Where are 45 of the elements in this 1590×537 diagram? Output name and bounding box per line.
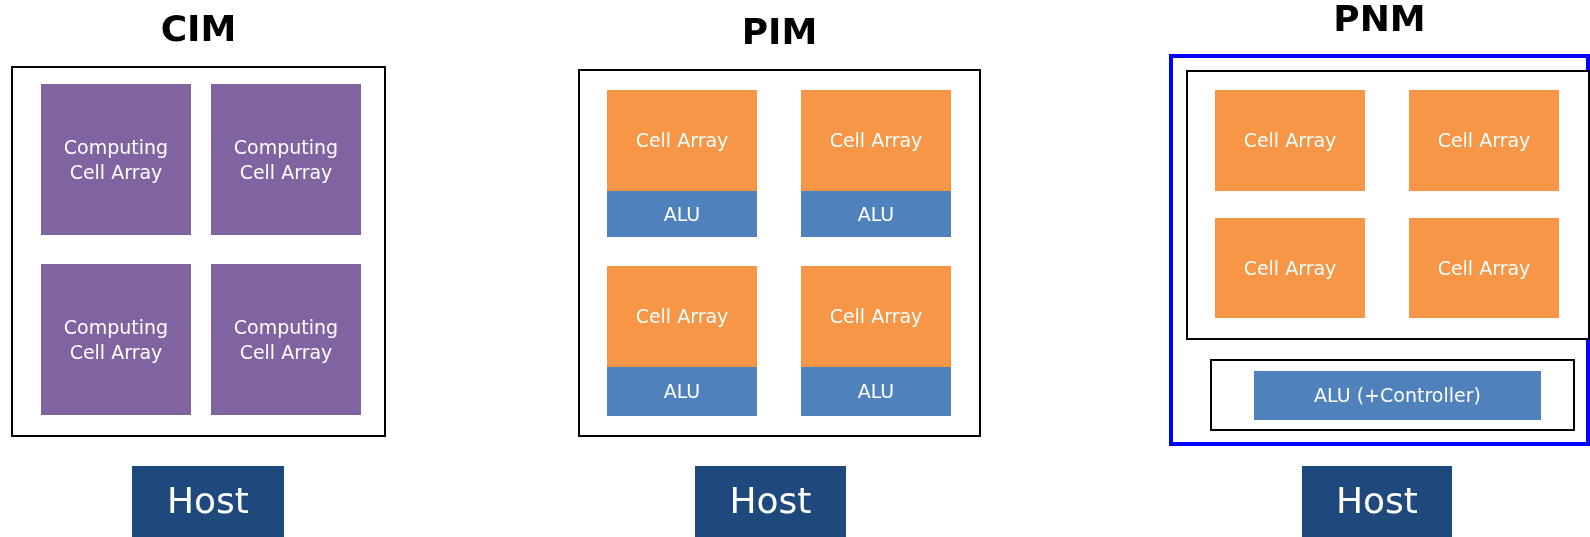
alu-block xyxy=(801,367,951,416)
block-label: Cell Array xyxy=(635,128,729,153)
computing-cell-array-block xyxy=(41,84,191,235)
alu-block xyxy=(607,367,757,416)
block-label: ALU xyxy=(663,201,701,227)
host-block xyxy=(132,466,284,537)
block-label: Cell Array xyxy=(1243,255,1337,281)
block-label: Computing Cell Array xyxy=(62,134,170,185)
block-label: ALU (+Controller) xyxy=(1314,383,1481,408)
block-label: Cell Array xyxy=(1437,128,1531,153)
block-label: Cell Array xyxy=(1437,255,1531,281)
alu-block xyxy=(801,191,951,237)
block-label: Cell Array xyxy=(829,128,923,153)
cell-array-block xyxy=(1215,90,1365,191)
block-label: ALU xyxy=(857,201,895,227)
block-label: ALU xyxy=(663,379,701,404)
computing-cell-array-block xyxy=(211,264,361,415)
block-label: Host xyxy=(729,479,812,524)
diagram-heading: CIM xyxy=(159,8,238,49)
frame-box xyxy=(1186,70,1590,340)
block-label: ALU xyxy=(857,379,895,404)
computing-cell-array-block xyxy=(41,264,191,415)
diagram-heading: PNM xyxy=(1332,0,1427,39)
block-label: Host xyxy=(1336,479,1418,524)
frame-box xyxy=(1210,359,1575,431)
alu-block xyxy=(1254,371,1541,420)
alu-block xyxy=(607,191,757,237)
block-label: Computing Cell Array xyxy=(232,134,340,185)
block-label: Computing Cell Array xyxy=(232,314,340,365)
block-label: Computing Cell Array xyxy=(62,314,170,365)
cell-array-block xyxy=(1215,218,1365,318)
block-label: Cell Array xyxy=(829,304,923,329)
cell-array-block xyxy=(801,266,951,367)
cell-array-block xyxy=(1409,218,1559,318)
cell-array-block xyxy=(607,90,757,191)
cell-array-block xyxy=(801,90,951,191)
cell-array-block xyxy=(1409,90,1559,191)
host-block xyxy=(1302,466,1452,537)
host-block xyxy=(695,466,846,537)
cell-array-block xyxy=(607,266,757,367)
diagram-heading: PIM xyxy=(740,11,819,52)
block-label: Cell Array xyxy=(1243,128,1337,153)
computing-cell-array-block xyxy=(211,84,361,235)
block-label: Cell Array xyxy=(635,304,729,329)
block-label: Host xyxy=(167,479,249,524)
